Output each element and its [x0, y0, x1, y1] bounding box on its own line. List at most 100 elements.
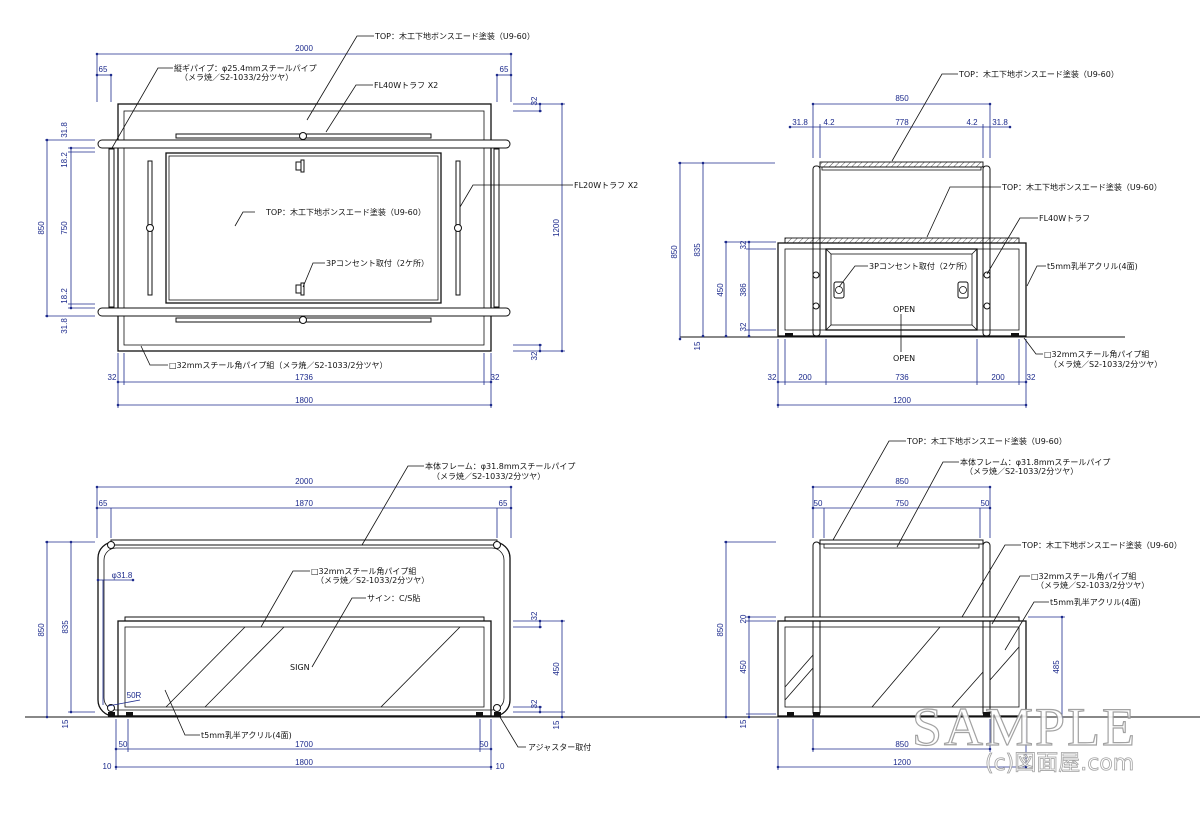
- dim-1200: 1200: [552, 219, 561, 237]
- plan-view: 2000 65 65 850 31.8 18.2 750 18.2 31.8 1…: [37, 31, 638, 408]
- dim-10-left: 10: [103, 762, 112, 771]
- note-outlet: 3Pコンセント取付（2ケ所）: [326, 258, 429, 268]
- note-acrylic: t5mm乳半アクリル(4面): [1050, 597, 1141, 607]
- dim-750: 750: [60, 221, 69, 235]
- note-square-pipe-finish: （メラ焼／S2-1033/2分ツヤ）: [1049, 360, 1162, 369]
- dim-31-8-left: 31.8: [792, 118, 808, 127]
- dim-1200: 1200: [893, 758, 911, 767]
- outlet-icon: [957, 281, 969, 299]
- fixture-point: [299, 132, 307, 140]
- dim-10-right: 10: [496, 762, 505, 771]
- note-pipe: 縦ギパイプ：φ25.4mmスチールパイプ: [174, 63, 317, 73]
- dim-835: 835: [61, 620, 70, 634]
- dim-450: 450: [716, 283, 725, 297]
- note-square-pipe: □32mmスチール角パイプ組: [1044, 349, 1149, 359]
- dim-32-bottom: 32: [530, 351, 539, 360]
- plan-inner-frame: [123, 110, 485, 346]
- note-sign: サイン：C/S貼: [367, 593, 420, 603]
- post-left: [812, 541, 821, 717]
- dim-32-top: 32: [530, 96, 539, 105]
- dim-450: 450: [552, 662, 561, 676]
- dim-850: 850: [37, 623, 46, 637]
- dim-2000: 2000: [295, 44, 313, 53]
- dim-65-right: 65: [499, 499, 508, 508]
- dim-850-height: 850: [716, 623, 725, 637]
- note-top-lower: TOP：木工下地ボンスエード塗装（U9-60）: [1001, 182, 1162, 192]
- note-square-pipe-finish: （メラ焼／S2-1033/2分ツヤ）: [316, 576, 429, 585]
- dim-2000: 2000: [295, 477, 313, 486]
- dim-835: 835: [693, 243, 702, 257]
- dim-50-right: 50: [981, 499, 990, 508]
- drawer-opening: [825, 248, 978, 331]
- outlet-icon: [295, 282, 305, 296]
- dim-15: 15: [61, 719, 70, 728]
- dim-18-2-top: 18.2: [60, 152, 69, 168]
- dim-31-8-bottom: 31.8: [60, 318, 69, 334]
- note-top-lower: TOP：木工下地ボンスエード塗装（U9-60）: [1021, 540, 1182, 550]
- plan-outer-frame: [117, 103, 492, 352]
- dim-phi-31-8: φ31.8: [112, 571, 133, 580]
- dim-200-right: 200: [991, 373, 1005, 382]
- dim-1200: 1200: [893, 396, 911, 405]
- note-adjuster: アジャスター取付: [528, 742, 591, 752]
- sign-text: SIGN: [290, 663, 310, 672]
- top-board-upper: [819, 539, 984, 545]
- top-board-lower: [784, 237, 1020, 244]
- note-frame-finish: （メラ焼／S2-1033/2分ツヤ）: [965, 467, 1078, 476]
- dim-485: 485: [1052, 660, 1061, 674]
- note-top-finish: TOP：木工下地ボンスエード塗装（U9-60）: [374, 31, 535, 41]
- top-board-upper: [819, 161, 984, 168]
- note-square-pipe: □32mmスチール角パイプ組: [1031, 571, 1136, 581]
- top-board: [110, 539, 498, 546]
- dim-32-bottom: 32: [530, 699, 539, 708]
- dim-65-right: 65: [500, 65, 509, 74]
- note-square-pipe: □32mmスチール角パイプ組: [311, 566, 416, 576]
- dim-50-right: 50: [480, 740, 489, 749]
- vertical-pipe-left: [108, 148, 115, 308]
- note-pipe-finish: （メラ焼／S2-1033/2分ツヤ）: [180, 73, 293, 82]
- dim-32-left: 32: [108, 373, 117, 382]
- acrylic-panel: [124, 626, 485, 708]
- dim-850: 850: [895, 94, 909, 103]
- dim-65-left: 65: [99, 499, 108, 508]
- dim-850-bottom: 850: [895, 740, 909, 749]
- dim-1800: 1800: [295, 396, 313, 405]
- post-left: [812, 165, 821, 337]
- pipe-top: [97, 139, 511, 149]
- dim-778: 778: [895, 118, 909, 127]
- dim-32-right: 32: [1027, 373, 1036, 382]
- acrylic-panel: [784, 626, 1020, 708]
- post-right: [982, 541, 991, 717]
- dim-15: 15: [693, 341, 702, 350]
- dim-200-left: 200: [798, 373, 812, 382]
- dim-1870: 1870: [295, 499, 313, 508]
- dim-50-left: 50: [119, 740, 128, 749]
- note-frame-finish: （メラ焼／S2-1033/2分ツヤ）: [432, 472, 545, 481]
- dim-65-left: 65: [99, 65, 108, 74]
- dim-736: 736: [895, 373, 909, 382]
- dim-850-height: 850: [670, 245, 679, 259]
- dim-1736: 1736: [295, 373, 313, 382]
- watermark-credit: (c)図面屋.com: [985, 751, 1134, 776]
- dim-32-left: 32: [768, 373, 777, 382]
- dim-1700: 1700: [295, 740, 313, 749]
- note-frame: 本体フレーム：φ31.8mmスチールパイプ: [425, 461, 575, 471]
- note-top-upper: TOP：木工下地ボンスエード塗装（U9-60）: [958, 69, 1119, 79]
- side-section-view: OPEN OPEN 850 31.8 4.2 778 4.2 31.8 850 …: [670, 69, 1162, 408]
- top-panel: [165, 152, 442, 304]
- body-outer: [117, 620, 492, 717]
- dim-750: 750: [895, 499, 909, 508]
- dim-15-right: 15: [552, 720, 561, 729]
- front-elevation-view: SIGN 2000 65 1870 65 850 835 15 φ31.8 50…: [25, 461, 600, 771]
- dim-32-top: 32: [739, 240, 748, 249]
- outlet-icon: [295, 159, 305, 173]
- dim-32-bottom: 32: [739, 322, 748, 331]
- dim-31-8-right: 31.8: [992, 118, 1008, 127]
- note-square-pipe: □32mmスチール角パイプ組（メラ焼／S2-1033/2分ツヤ）: [169, 360, 388, 370]
- side-elevation-view: 850 50 750 50 850 20 450 15 485 850 1200…: [600, 436, 1200, 770]
- note-top-upper: TOP：木工下地ボンスエード塗装（U9-60）: [906, 436, 1067, 446]
- fixture-point: [299, 316, 307, 324]
- top-panel-inner: [168, 155, 439, 301]
- sample-watermark: SAMPLE: [912, 697, 1137, 757]
